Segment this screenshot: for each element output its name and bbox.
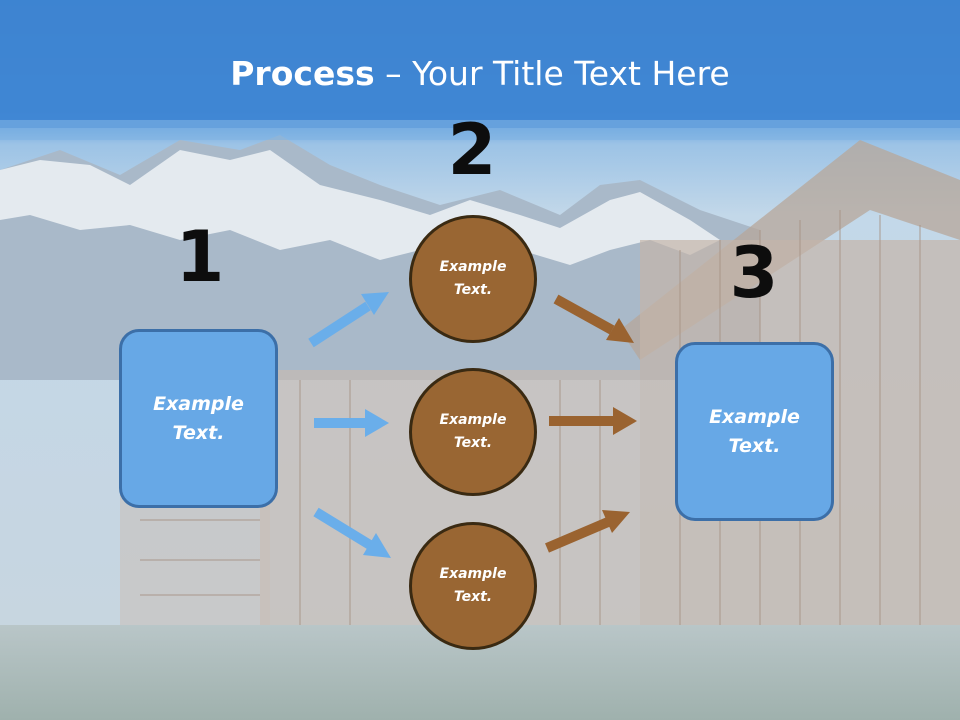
arrow-left-to-middle [314, 409, 389, 437]
brown-arrows [545, 294, 637, 553]
right-box-line2: Text. [728, 434, 781, 457]
title-bold: Process [230, 54, 375, 93]
arrow-left-to-top [308, 292, 389, 348]
left-box-line1: Example [153, 392, 244, 415]
circle-middle-line2: Text. [453, 435, 493, 451]
circle-bottom-line1: Example [439, 566, 507, 582]
circle-top-line1: Example [439, 259, 507, 275]
arrow-middle-to-right [549, 407, 637, 435]
step-number-1: 1 [175, 216, 225, 298]
title-rest: – Your Title Text Here [374, 54, 730, 93]
title-band [0, 0, 960, 128]
left-box-line2: Text. [172, 421, 225, 444]
circle-middle-line1: Example [439, 412, 507, 428]
arrow-left-to-bottom [313, 507, 391, 558]
right-box-line1: Example [709, 405, 800, 428]
page-title: Process – Your Title Text Here [0, 52, 960, 96]
mountain-snow [0, 150, 720, 265]
step-number-3: 3 [729, 232, 779, 314]
circle-bottom-line2: Text. [453, 589, 493, 605]
arrow-top-to-right [553, 294, 634, 343]
title-band-fade [0, 120, 960, 140]
step-number-2: 2 [447, 109, 497, 191]
blue-arrows [308, 292, 391, 558]
circle-top-line2: Text. [453, 282, 493, 298]
arrow-bottom-to-right [545, 510, 630, 553]
